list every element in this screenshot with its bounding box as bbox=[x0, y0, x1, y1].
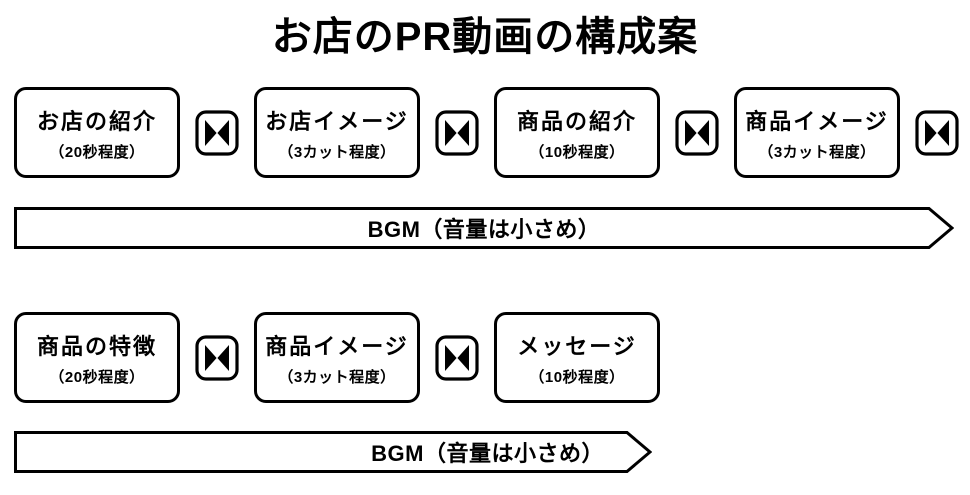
scene-box-product-intro: 商品の紹介 （10秒程度） bbox=[494, 87, 660, 178]
scene-duration: （3カット程度） bbox=[758, 143, 876, 161]
transition-icon bbox=[435, 109, 479, 156]
transition-icon bbox=[915, 109, 959, 156]
transition-icon bbox=[195, 334, 239, 381]
scene-label: 商品イメージ bbox=[745, 108, 889, 134]
bgm-arrow-shape bbox=[14, 207, 954, 249]
scene-label: お店イメージ bbox=[265, 108, 409, 134]
transition-icon bbox=[195, 109, 239, 156]
scene-box-shop-image: お店イメージ （3カット程度） bbox=[254, 87, 420, 178]
scene-duration: （3カット程度） bbox=[278, 143, 396, 161]
scene-box-product-image-2: 商品イメージ （3カット程度） bbox=[254, 312, 420, 403]
scene-label: 商品の特徴 bbox=[36, 333, 157, 359]
scene-box-product-features: 商品の特徴 （20秒程度） bbox=[14, 312, 180, 403]
storyboard-row-2: 商品の特徴 （20秒程度） 商品イメージ （3カット程度） メッセージ （10秒… bbox=[14, 312, 660, 403]
bgm-label: BGM（音量は小さめ） bbox=[371, 441, 604, 466]
page-title: お店のPR動画の構成案 bbox=[271, 15, 699, 59]
storyboard-row-1: お店の紹介 （20秒程度） お店イメージ （3カット程度） 商品の紹介 （10秒… bbox=[14, 87, 959, 178]
scene-label: 商品の紹介 bbox=[516, 108, 637, 134]
scene-duration: （10秒程度） bbox=[529, 143, 625, 161]
scene-label: 商品イメージ bbox=[265, 333, 409, 359]
bgm-banner-2: BGM（音量は小さめ） bbox=[14, 431, 652, 473]
scene-box-message: メッセージ （10秒程度） bbox=[494, 312, 660, 403]
scene-box-shop-intro: お店の紹介 （20秒程度） bbox=[14, 87, 180, 178]
bgm-arrow-shape bbox=[14, 431, 652, 473]
bgm-banner-1: BGM（音量は小さめ） bbox=[14, 207, 954, 249]
bgm-label: BGM（音量は小さめ） bbox=[367, 217, 601, 242]
scene-label: メッセージ bbox=[517, 333, 637, 359]
scene-label: お店の紹介 bbox=[36, 108, 157, 134]
scene-box-product-image: 商品イメージ （3カット程度） bbox=[734, 87, 900, 178]
transition-icon bbox=[675, 109, 719, 156]
scene-duration: （3カット程度） bbox=[278, 368, 396, 386]
scene-duration: （20秒程度） bbox=[49, 368, 145, 386]
scene-duration: （10秒程度） bbox=[529, 368, 625, 386]
scene-duration: （20秒程度） bbox=[49, 143, 145, 161]
transition-icon bbox=[435, 334, 479, 381]
